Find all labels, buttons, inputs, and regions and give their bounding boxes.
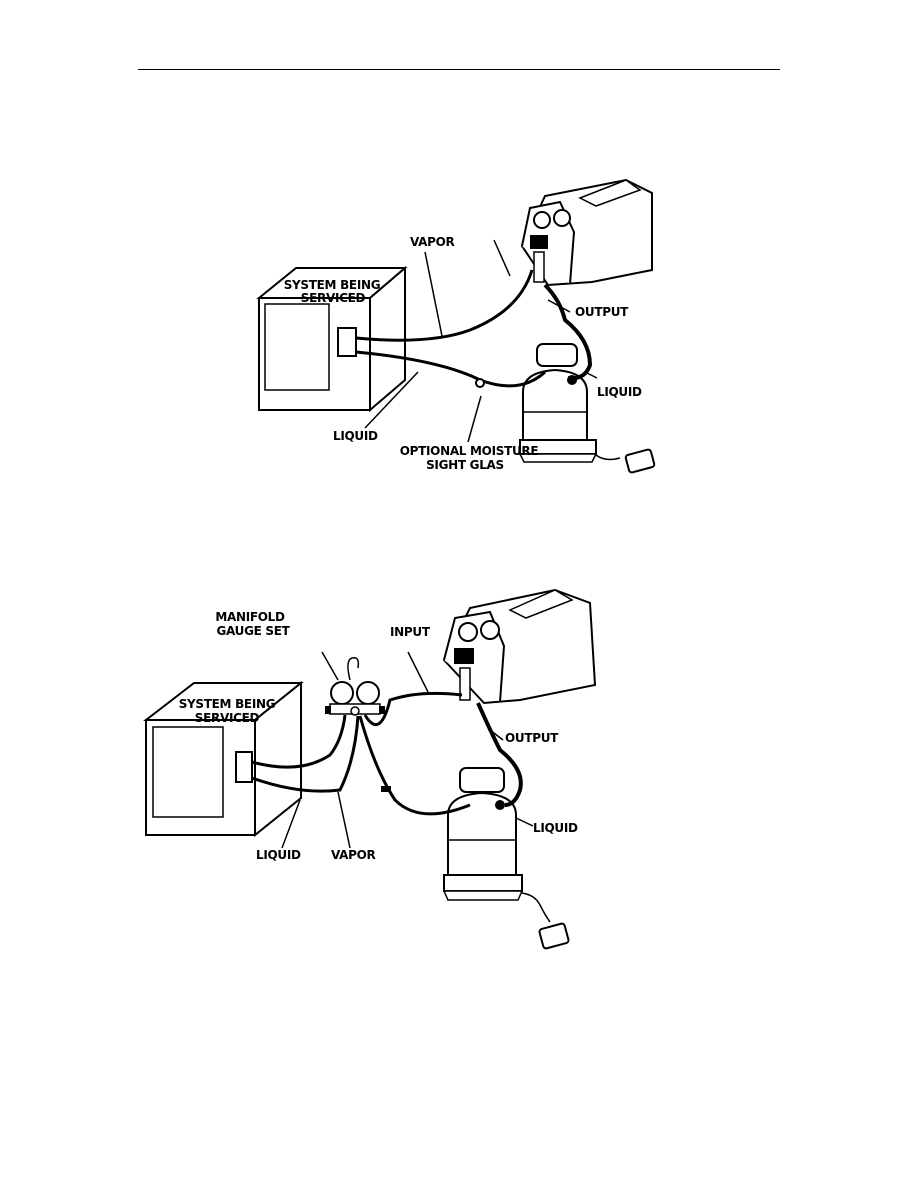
- system-label-1b: SERVICED: [301, 291, 366, 305]
- recovery-machine-2: [442, 588, 597, 705]
- output-label-2: OUTPUT: [505, 731, 559, 745]
- manifold-gauge-set-2: [325, 656, 385, 716]
- moisture-label-1b: SIGHT GLAS: [426, 458, 504, 472]
- remote-cable-1: [595, 454, 621, 461]
- input-label-2: INPUT: [390, 625, 431, 639]
- manifold-label-2a: MANIFOLD: [215, 610, 285, 624]
- diagram-2: MANIFOLD GAUGE SET INPUT SYSTEM BEING SE…: [143, 572, 597, 960]
- header-rule: [138, 69, 780, 70]
- output-hose-2: [476, 702, 523, 807]
- vapor-hose-2a: [251, 714, 347, 769]
- tank-hose-2: [358, 715, 471, 816]
- vapor-label-1: VAPOR: [410, 235, 455, 249]
- recovery-tank-1: [518, 343, 598, 463]
- hose-coupler-2: [381, 786, 391, 792]
- scale-remote-1: [624, 448, 656, 474]
- recovery-machine-1: [520, 178, 653, 287]
- remote-cable-2: [521, 892, 551, 923]
- vapor-hose-1: [355, 269, 534, 342]
- input-hose-2: [363, 691, 463, 727]
- diagram-1: VAPOR SYSTEM BEING SERVICED OUTPUT LIQUI…: [256, 175, 664, 480]
- liquid-system-label-2: LIQUID: [256, 848, 301, 862]
- liquid-tank-label-2: LIQUID: [533, 821, 578, 835]
- scale-remote-2: [538, 922, 570, 950]
- output-label-1: OUTPUT: [575, 305, 629, 319]
- system-label-2a: SYSTEM BEING: [179, 697, 276, 711]
- vapor-label-2: VAPOR: [331, 848, 376, 862]
- liquid-hose-1: [355, 350, 547, 388]
- recovery-tank-2: [442, 767, 524, 901]
- system-label-1a: SYSTEM BEING: [284, 278, 381, 292]
- liquid-system-label-1: LIQUID: [333, 429, 378, 443]
- moisture-label-1a: OPTIONAL MOISTURE: [400, 444, 539, 458]
- output-hose-1: [543, 283, 593, 381]
- system-label-2b: SERVICED: [195, 711, 260, 725]
- liquid-hose-2a: [251, 715, 360, 793]
- moisture-sight-glass-1: [475, 378, 485, 388]
- manifold-label-2b: GAUGE SET: [216, 624, 290, 638]
- liquid-tank-label-1: LIQUID: [597, 385, 642, 399]
- system-being-serviced-box-2: [143, 680, 304, 838]
